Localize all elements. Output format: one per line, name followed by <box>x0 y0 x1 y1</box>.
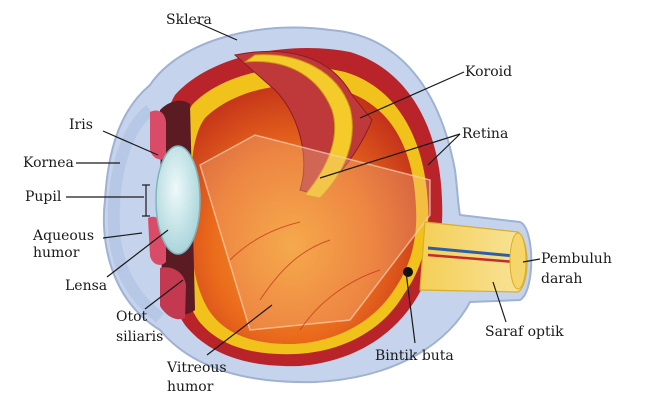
retinal-vessels <box>229 221 381 331</box>
label-pembuluh-line1: Pembuluh <box>541 251 612 267</box>
label-pupil: Pupil <box>25 189 62 205</box>
label-kornea: Kornea <box>23 155 74 171</box>
lens-shape <box>155 145 201 255</box>
label-vitreous-line2: humor <box>167 379 214 395</box>
label-aqueous-line1: Aqueous <box>32 228 94 244</box>
label-retina: Retina <box>462 126 508 142</box>
blind-spot-dot <box>403 267 413 277</box>
label-bintik-buta: Bintik buta <box>375 348 454 364</box>
label-iris: Iris <box>69 117 93 133</box>
label-sklera: Sklera <box>166 12 212 28</box>
vitreous-plane <box>199 134 431 331</box>
optic-nerve <box>419 221 528 293</box>
label-vitreous-line1: Vitreous <box>166 360 227 376</box>
label-aqueous-line2: humor <box>33 245 80 261</box>
label-saraf-optik: Saraf optik <box>485 324 564 340</box>
retina-peel <box>243 54 353 199</box>
leader-lines <box>66 21 541 356</box>
vitreous-body <box>190 84 417 345</box>
label-koroid: Koroid <box>465 64 512 80</box>
label-pembuluh-line2: darah <box>541 271 582 287</box>
label-lensa: Lensa <box>65 278 107 294</box>
label-otot-line1: Otot <box>116 309 148 325</box>
label-otot-line2: siliaris <box>116 329 163 345</box>
